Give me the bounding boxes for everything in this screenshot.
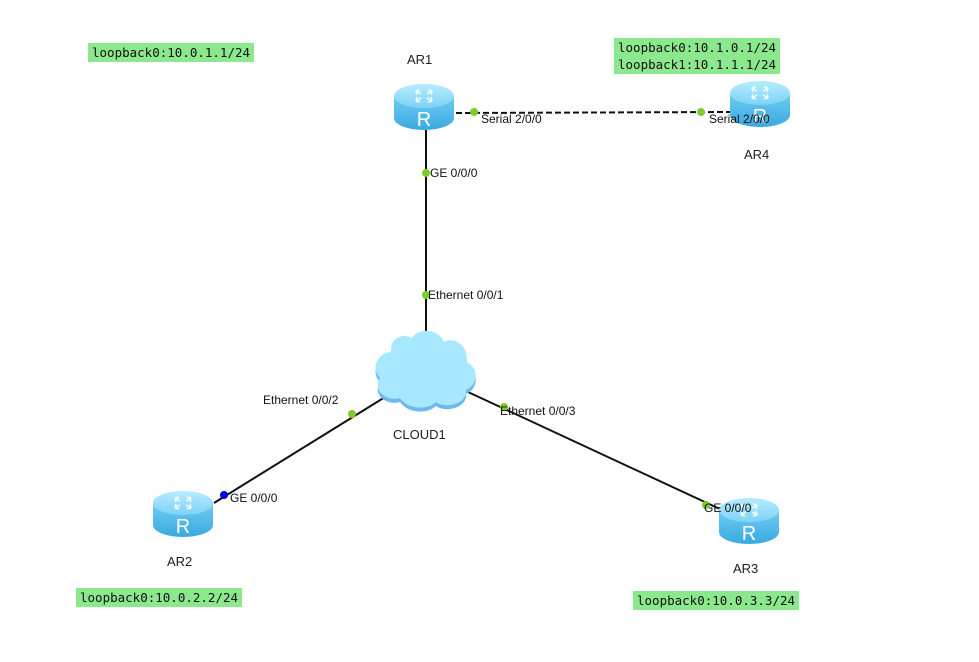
ar3-label: AR3 [733,561,759,576]
port-label-cloud-e2: Ethernet 0/0/2 [263,393,339,407]
note-ar3-loopback[interactable]: loopback0:10.0.3.3/24 [633,591,800,610]
cloud1-icon[interactable] [375,330,476,412]
note-ar1-loopback[interactable]: loopback0:10.0.1.1/24 [88,43,255,62]
port-label-ar1-serial: Serial 2/0/0 [481,112,542,126]
port-dot-ar2-ge [220,491,228,499]
port-label-ar1-ge: GE 0/0/0 [430,166,478,180]
link-ar1-ar4[interactable] [455,111,731,114]
note-ar2-loopback[interactable]: loopback0:10.0.2.2/24 [76,588,243,607]
port-label-cloud-e1: Ethernet 0/0/1 [428,288,504,302]
port-dot-ar1-serial [470,108,478,116]
port-label-ar2-ge: GE 0/0/0 [230,491,278,505]
port-dot-cloud-e3 [500,403,508,411]
port-label-cloud-e3: Ethernet 0/0/3 [500,404,576,418]
ar2-label: AR2 [167,554,193,569]
link-cloud1-ar3[interactable] [467,391,723,511]
port-dot-cloud-e2 [348,410,356,418]
port-dot-ar3-ge [702,501,710,509]
note-ar4-loopbacks[interactable]: loopback0:10.1.0.1/24 loopback1:10.1.1.1… [614,38,781,74]
link-cloud1-ar2[interactable] [213,393,391,504]
port-label-ar3-ge: GE 0/0/0 [704,501,752,515]
ar4-label: AR4 [744,147,770,162]
ar1-label: AR1 [407,52,433,67]
ar1-router-icon[interactable] [393,83,455,132]
ar2-router-icon[interactable] [152,490,214,539]
port-dot-ar1-ge [422,169,430,177]
port-dot-cloud-e1 [422,291,430,299]
port-dot-ar4-serial [697,108,705,116]
port-label-ar4-serial: Serial 2/0/0 [709,112,770,126]
cloud1-label: CLOUD1 [393,427,446,442]
